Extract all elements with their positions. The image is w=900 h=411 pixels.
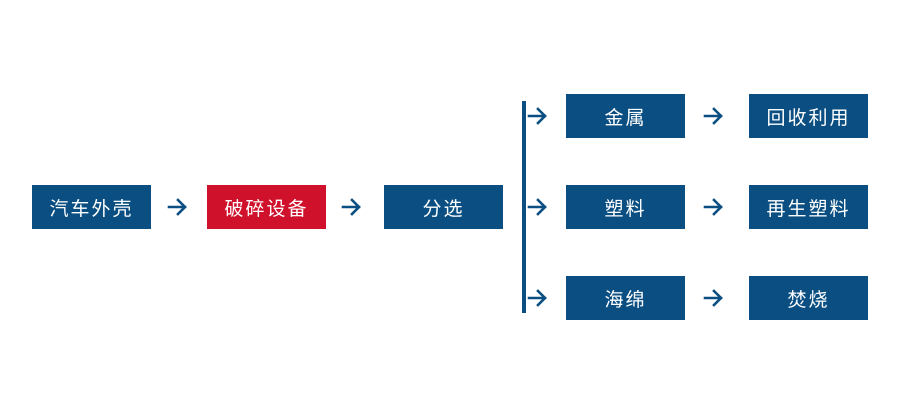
branch-line xyxy=(522,101,526,313)
node-incineration: 焚烧 xyxy=(749,276,868,320)
node-sorting: 分选 xyxy=(384,185,503,229)
arrow-right-icon xyxy=(527,287,549,309)
arrow-right-icon xyxy=(703,105,725,127)
node-metal: 金属 xyxy=(566,94,685,138)
node-crushing-equipment: 破碎设备 xyxy=(207,185,326,229)
arrow-right-icon xyxy=(527,105,549,127)
arrow-right-icon xyxy=(527,196,549,218)
node-recycle: 回收利用 xyxy=(749,94,868,138)
node-sponge: 海绵 xyxy=(566,276,685,320)
node-recycled-plastic: 再生塑料 xyxy=(749,185,868,229)
arrow-right-icon xyxy=(341,196,363,218)
arrow-right-icon xyxy=(703,196,725,218)
node-car-shell: 汽车外壳 xyxy=(32,185,151,229)
arrow-right-icon xyxy=(703,287,725,309)
arrow-right-icon xyxy=(167,196,189,218)
node-plastic: 塑料 xyxy=(566,185,685,229)
